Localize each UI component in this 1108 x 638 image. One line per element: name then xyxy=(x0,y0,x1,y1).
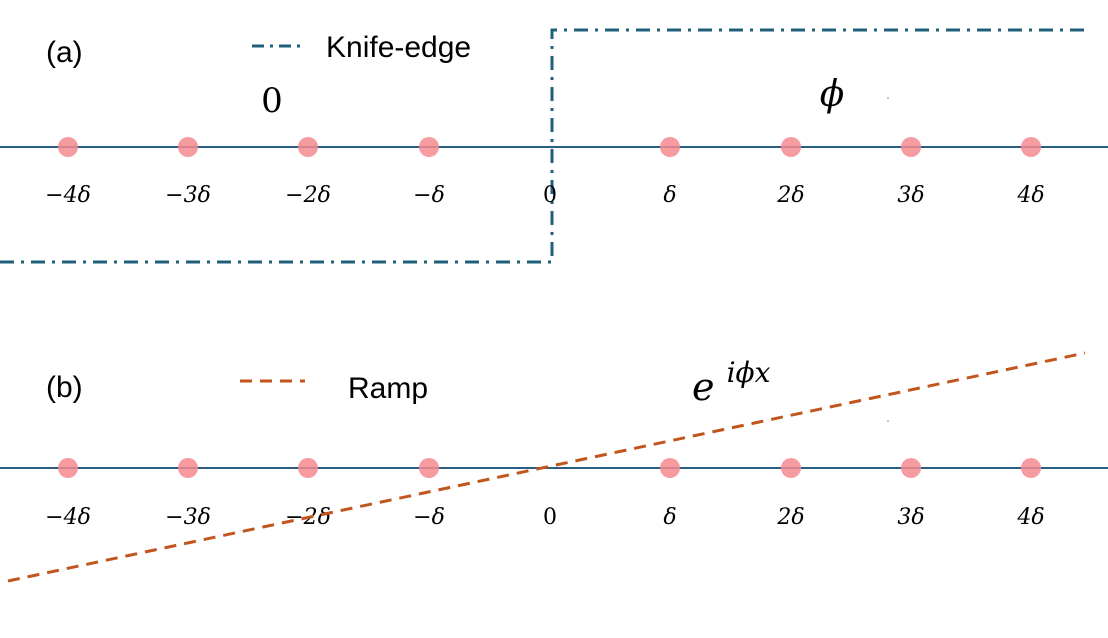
panel-b-atom-site xyxy=(1021,458,1041,478)
panel-b-tick-label: −4δ xyxy=(45,505,91,530)
panel-b-tick-label: 2δ xyxy=(776,505,804,530)
panel-a-atom-site xyxy=(298,137,318,157)
ramp-phase-line xyxy=(7,351,1086,583)
knife-edge-legend-text: Knife-edge xyxy=(326,31,471,64)
panel-a-atom-site xyxy=(178,137,198,157)
ramp-phase-exponent: iϕx xyxy=(727,356,771,389)
panel-a-tick-labels: −4δ −3δ −2δ −δ 0 δ 2δ 3δ 4δ xyxy=(45,183,1044,208)
panel-a-atom-site xyxy=(781,137,801,157)
panel-b-atom-site xyxy=(781,458,801,478)
panel-a-label: (a) xyxy=(46,36,83,69)
speck xyxy=(887,420,889,422)
panel-a-atom-site xyxy=(901,137,921,157)
panel-a-atom-site xyxy=(58,137,78,157)
panel-b-atom-site xyxy=(901,458,921,478)
panel-b-atom-site xyxy=(419,458,439,478)
ramp-phase-base: e xyxy=(692,365,715,409)
panel-a-tick-label: −2δ xyxy=(285,183,331,208)
panel-b-tick-label: −3δ xyxy=(165,505,211,530)
ramp-phase-label: e iϕx xyxy=(692,356,771,409)
panel-a-tick-label: 3δ xyxy=(897,183,924,208)
panel-a: (a) Knife-edge 0 ϕ −4δ −3δ −2δ −δ 0 δ 2δ 3δ 4δ xyxy=(0,28,1108,264)
panel-a-tick-label: 2δ xyxy=(776,183,804,208)
panel-b-tick-label: 4δ xyxy=(1016,505,1044,530)
panel-a-tick-label: δ xyxy=(663,183,676,208)
panel-a-tick-label: 0 xyxy=(543,183,557,208)
panel-a-tick-label: −3δ xyxy=(165,183,211,208)
panel-a-atom-site xyxy=(660,137,680,157)
panel-a-atoms xyxy=(58,137,1041,157)
panel-b-tick-label: −δ xyxy=(413,505,445,530)
panel-b-tick-label: 0 xyxy=(543,505,557,530)
panel-a-atom-site xyxy=(419,137,439,157)
panel-b-atoms xyxy=(58,458,1041,478)
panel-a-atom-site xyxy=(1021,137,1041,157)
panel-a-tick-label: −δ xyxy=(413,183,445,208)
panel-b-atom-site xyxy=(178,458,198,478)
panel-b-atom-site xyxy=(298,458,318,478)
speck xyxy=(887,97,889,99)
region-right-phase-label: ϕ xyxy=(820,74,845,115)
panel-b-tick-label: 3δ xyxy=(897,505,924,530)
panel-b-atom-site xyxy=(660,458,680,478)
panel-b-label: (b) xyxy=(46,371,83,404)
panel-b-atom-site xyxy=(58,458,78,478)
panel-b-tick-label: δ xyxy=(663,505,676,530)
panel-a-tick-label: 4δ xyxy=(1016,183,1044,208)
panel-a-tick-label: −4δ xyxy=(45,183,91,208)
region-left-phase-label: 0 xyxy=(261,81,283,121)
ramp-legend-text: Ramp xyxy=(348,372,428,405)
